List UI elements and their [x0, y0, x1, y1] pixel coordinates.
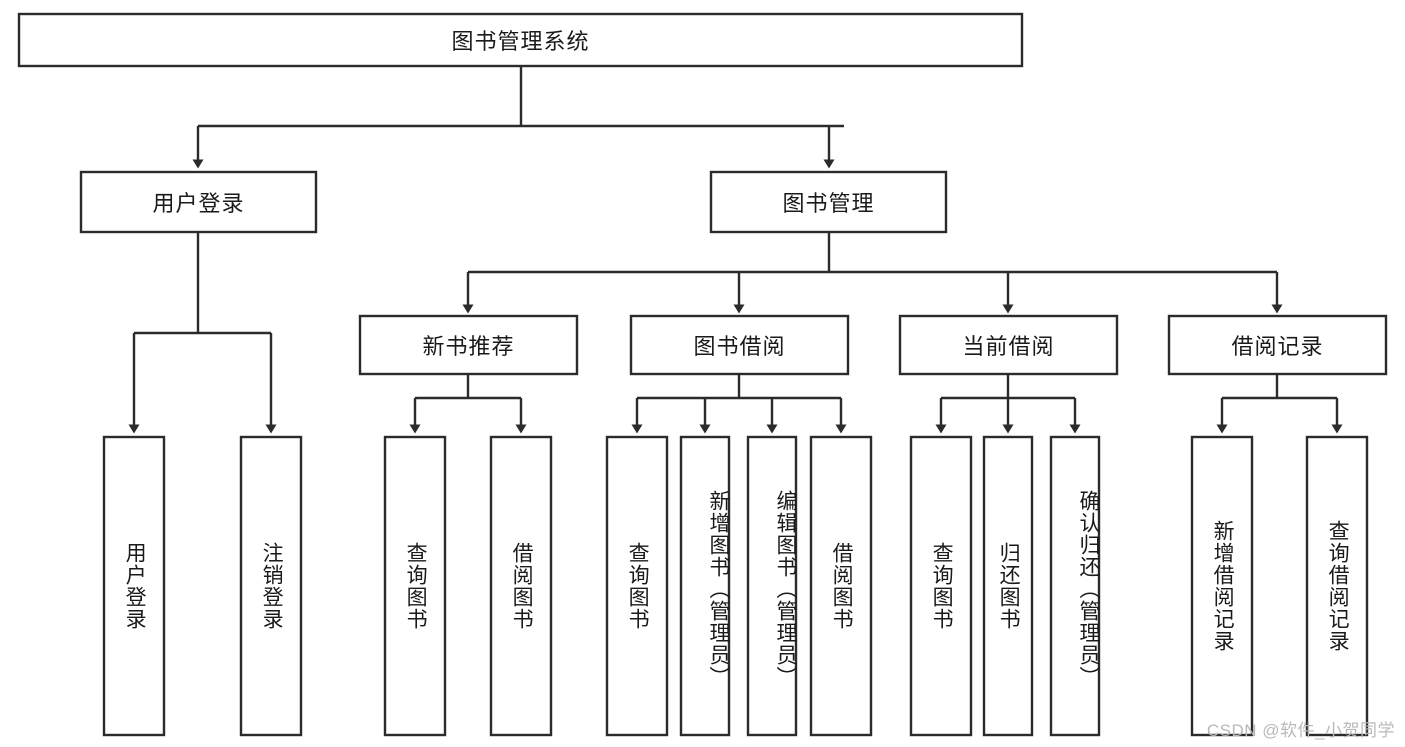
connector-group-borrow-record-to-leaves — [1216, 374, 1343, 434]
node-box-leaf-rec-query[interactable] — [383, 435, 447, 737]
node-box-leaf-rec-borrow[interactable] — [489, 435, 553, 737]
node-box-leaf-cur-return[interactable] — [982, 435, 1034, 737]
node-box-new-book-rec[interactable] — [358, 314, 579, 376]
node-box-leaf-cur-confirm[interactable] — [1049, 435, 1101, 737]
node-box-leaf-borrow-do[interactable] — [809, 435, 873, 737]
connector-group-book-borrow-to-leaves — [631, 374, 847, 434]
node-box-leaf-rec-search[interactable] — [1305, 435, 1369, 737]
node-box-current-borrow[interactable] — [898, 314, 1119, 376]
node-box-leaf-borrow-add[interactable] — [679, 435, 731, 737]
node-box-leaf-cur-query[interactable] — [909, 435, 973, 737]
node-box-leaf-borrow-query[interactable] — [605, 435, 669, 737]
node-box-borrow-record[interactable] — [1167, 314, 1388, 376]
node-box-leaf-rec-add[interactable] — [1190, 435, 1254, 737]
node-box-root[interactable] — [17, 12, 1024, 68]
node-box-user-login[interactable] — [79, 170, 318, 234]
node-box-leaf-user-login[interactable] — [102, 435, 166, 737]
node-box-book-borrow[interactable] — [629, 314, 850, 376]
node-box-book-manage[interactable] — [709, 170, 948, 234]
connector-group-root-to-level1 — [192, 66, 844, 169]
connector-group-user-login-to-leaves — [128, 232, 277, 434]
connector-group-book-manage-to-level2 — [462, 232, 1283, 314]
node-box-leaf-user-logout[interactable] — [239, 435, 303, 737]
csdn-watermark: CSDN @软件_小贺同学 — [1206, 721, 1395, 740]
connector-group-current-borrow-to-leaves — [935, 374, 1081, 434]
node-box-leaf-borrow-edit[interactable] — [746, 435, 798, 737]
connector-group-new-book-rec-to-leaves — [409, 374, 527, 434]
